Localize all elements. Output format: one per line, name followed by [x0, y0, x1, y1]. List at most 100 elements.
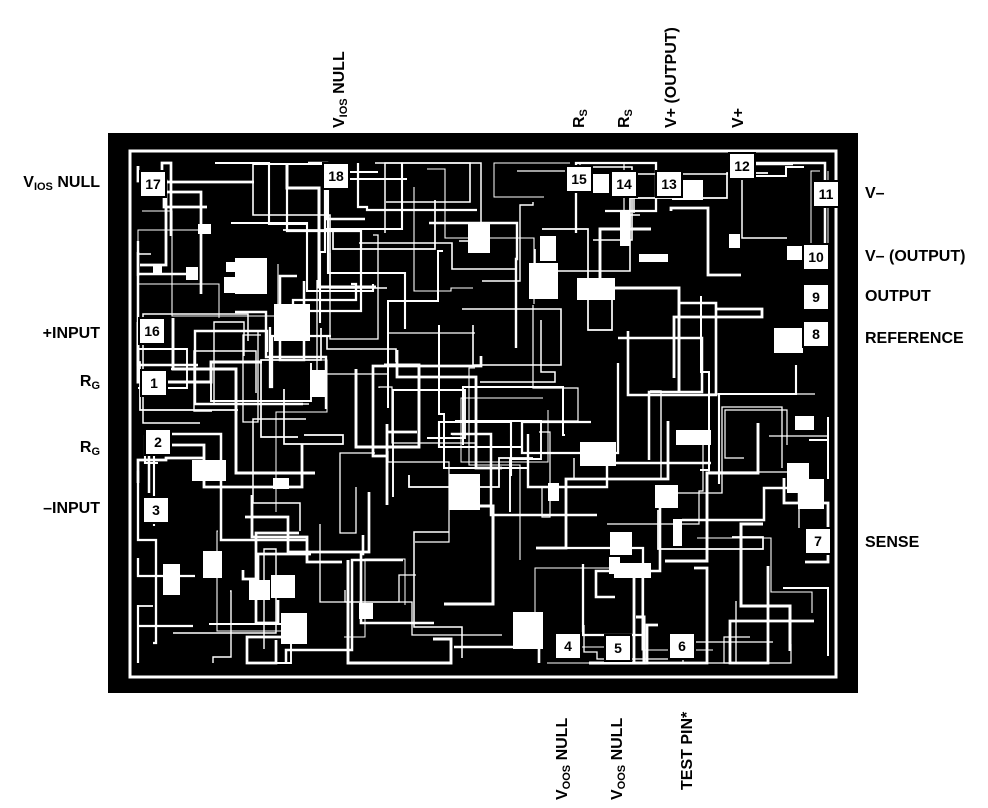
label-rest: NULL [52, 174, 100, 191]
metal-trace [539, 431, 551, 518]
label-vios-null-top: VIOS NULL [331, 51, 350, 128]
label-plus-input: +INPUT [42, 325, 100, 342]
metal-trace [136, 322, 262, 384]
metal-trace [284, 558, 403, 663]
metal-trace [723, 636, 792, 664]
metal-trace [682, 601, 773, 664]
metal-trace [193, 329, 303, 406]
metal-trace [387, 250, 443, 408]
metal-block [226, 262, 243, 272]
metal-block [655, 485, 678, 508]
metal-trace [212, 590, 232, 663]
metal-trace [427, 168, 535, 304]
pad-18: 18 [322, 162, 350, 190]
metal-block [610, 532, 632, 555]
metal-trace [282, 335, 397, 362]
metal-trace [344, 574, 416, 603]
metal-trace [252, 418, 306, 531]
metal-trace [354, 363, 421, 449]
metal-trace [724, 409, 788, 459]
metal-block [729, 234, 740, 248]
metal-trace [520, 305, 579, 422]
metal-trace [672, 307, 764, 378]
metal-trace [480, 320, 556, 383]
label-vios-null-left: VIOS NULL [23, 175, 100, 193]
label-rg-1: RG [80, 374, 100, 392]
label-sub: IOS [33, 181, 53, 193]
metal-trace [462, 386, 565, 445]
metal-trace [339, 452, 375, 534]
metal-trace [583, 625, 681, 660]
metal-trace [387, 451, 450, 543]
die-photo: 1 2 3 4 5 6 7 8 9 10 11 12 13 14 15 16 1… [108, 133, 858, 693]
metal-trace [254, 531, 299, 625]
metal-trace [493, 162, 570, 198]
label-voos-null-1: VOOS NULL [554, 718, 573, 800]
metal-trace [283, 389, 344, 445]
pad-15: 15 [565, 165, 593, 193]
metal-trace [618, 336, 704, 460]
label-rs-1: RS [571, 109, 590, 128]
metal-block [359, 603, 373, 619]
label-main: V [554, 789, 571, 800]
metal-trace [783, 587, 829, 656]
metal-block [795, 416, 814, 430]
metal-block [281, 613, 307, 644]
metal-trace [137, 605, 153, 663]
metal-trace [540, 546, 645, 637]
pad-11: 11 [812, 180, 840, 208]
metal-trace [437, 420, 522, 476]
metal-block [513, 612, 543, 649]
metal-trace [136, 605, 193, 663]
metal-block [580, 442, 616, 466]
metal-block [540, 236, 556, 261]
metal-trace [395, 350, 502, 470]
metal-block [798, 479, 824, 509]
pad-9: 9 [802, 283, 830, 311]
metal-trace [142, 210, 279, 317]
metal-block [310, 370, 327, 397]
metal-trace [275, 359, 328, 512]
label-main: R [79, 439, 92, 456]
pad-8: 8 [802, 320, 830, 348]
label-main: V [609, 789, 626, 800]
metal-trace [657, 510, 764, 550]
pad-7: 7 [804, 527, 832, 555]
metal-trace [482, 202, 534, 282]
metal-block [192, 460, 226, 481]
metal-trace [136, 471, 158, 645]
metal-trace [626, 301, 718, 397]
metal-block [468, 222, 490, 253]
label-rs-2: RS [616, 109, 635, 128]
metal-block [774, 328, 803, 353]
metal-trace [665, 423, 760, 563]
pad-3: 3 [142, 496, 170, 524]
metal-trace [526, 434, 711, 489]
metal-trace [697, 537, 813, 613]
label-rest: NULL [609, 717, 626, 765]
metal-trace [136, 456, 203, 483]
metal-block [274, 304, 310, 341]
metal-trace [392, 389, 466, 497]
pad-6: 6 [668, 632, 696, 660]
label-sub: IOS [338, 98, 350, 118]
pad-16: 16 [138, 317, 166, 345]
metal-block [198, 224, 211, 234]
metal-trace [375, 162, 471, 203]
metal-trace [346, 560, 453, 665]
metal-trace [672, 406, 783, 494]
metal-trace [329, 234, 379, 340]
metal-block [614, 563, 651, 578]
label-main: V [331, 117, 348, 128]
metal-trace [137, 253, 151, 364]
pad-4: 4 [554, 632, 582, 660]
metal-trace [809, 417, 829, 479]
metal-trace [444, 498, 495, 606]
metal-trace [589, 615, 646, 665]
pad-10: 10 [802, 243, 830, 271]
metal-block [529, 263, 558, 299]
label-sub: S [623, 109, 635, 117]
label-main: R [616, 116, 633, 128]
label-main: R [79, 373, 92, 390]
pad-17: 17 [139, 170, 167, 198]
